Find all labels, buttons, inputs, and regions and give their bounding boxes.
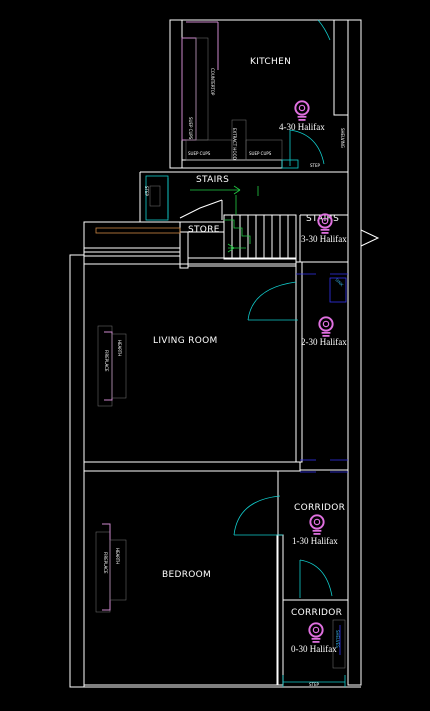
lightbulb-icon xyxy=(309,514,325,535)
room-outlines xyxy=(70,19,361,688)
living-fireplace xyxy=(97,325,127,407)
sensor-2[interactable]: 2-30 Halifax xyxy=(301,316,347,347)
extract-hood-label: EXTRACT HOOD xyxy=(232,128,237,160)
sensor-1[interactable]: 1-30 Halifax xyxy=(292,514,338,546)
fireplace-bedroom-label: FIREPLACE xyxy=(103,552,108,574)
room-label-store: STORE xyxy=(188,225,220,235)
sensor-label: 4-30 Halifax xyxy=(279,122,325,132)
step-stairs-label: STEP xyxy=(144,186,149,197)
step-bottom-label: STEP xyxy=(309,682,320,687)
suep-cups-mid-label: SUEP CUPS xyxy=(188,151,211,156)
suep-cups-left-label: SUEP CUPS xyxy=(188,117,193,140)
hearth-bedroom-label: HEARTH xyxy=(115,548,120,564)
room-label-kitchen: KITCHEN xyxy=(250,57,291,67)
exterior-walls xyxy=(69,19,362,688)
shelves-label: SHELVES xyxy=(335,630,340,648)
blue-markers xyxy=(296,273,348,655)
lightbulb-icon xyxy=(294,100,310,121)
kitchen-door xyxy=(281,129,325,169)
room-label-corridor-0: CORRIDOR xyxy=(291,608,342,618)
sensor-3[interactable]: 3-30 Halifax xyxy=(301,213,347,244)
sensor-4[interactable]: 4-30 Halifax xyxy=(279,100,325,132)
living-room-door xyxy=(247,281,298,321)
sink-label: SINK xyxy=(334,277,344,287)
corridor-door xyxy=(282,559,346,687)
room-label-stairs-upper: STAIRS xyxy=(196,175,229,185)
sensor-label: 1-30 Halifax xyxy=(292,536,338,546)
sensor-0[interactable]: 0-30 Halifax xyxy=(291,622,337,654)
room-label-living-room: LIVING ROOM xyxy=(153,336,218,346)
room-label-corridor-1: CORRIDOR xyxy=(294,503,345,513)
hearth-living-label: HEARTH xyxy=(117,340,122,356)
lightbulb-icon xyxy=(318,316,334,337)
kitchen-fixtures xyxy=(181,19,331,161)
staircase xyxy=(145,175,380,262)
sensor-label: 0-30 Halifax xyxy=(291,644,337,654)
lightbulb-icon xyxy=(308,622,324,643)
bedroom-door xyxy=(233,495,283,536)
room-label-bedroom: BEDROOM xyxy=(162,570,211,580)
counter-trim xyxy=(95,227,181,234)
countertop-label: COUNTERTOP xyxy=(210,68,215,96)
step-kitchen-label: STEP xyxy=(310,163,321,168)
fireplace-living-label: FIREPLACE xyxy=(104,350,109,372)
suep-cups-right-label: SUEP CUPS xyxy=(249,151,272,156)
sensor-label: 3-30 Halifax xyxy=(301,234,347,244)
shelving-label: SHELVING xyxy=(340,128,345,148)
sensor-label: 2-30 Halifax xyxy=(301,337,347,347)
bedroom-fireplace xyxy=(95,523,127,613)
